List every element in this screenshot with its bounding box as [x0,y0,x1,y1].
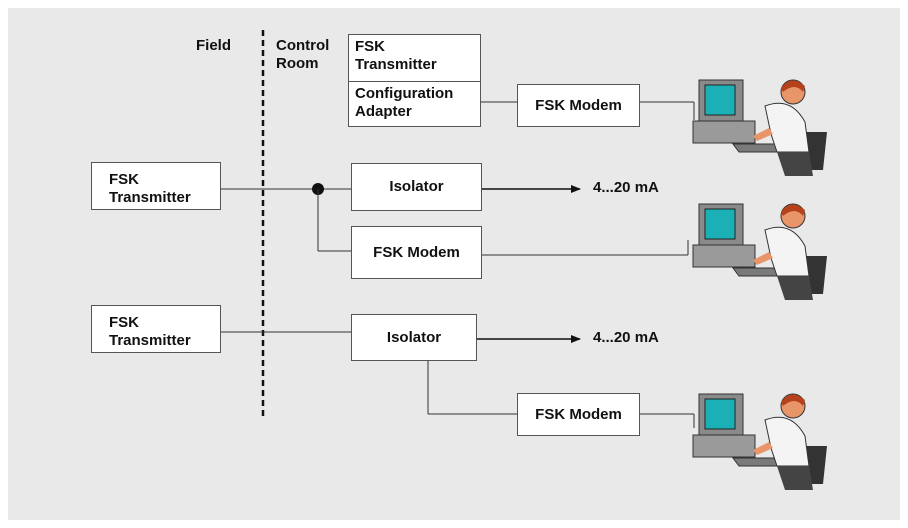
fsk-transmitter-1-label: FSK Transmitter [109,171,191,206]
isolator-1: Isolator [351,163,482,211]
fsk-transmitter-2: FSK Transmitter [91,305,221,353]
fsk-modem-2: FSK Modem [351,226,482,279]
fsk-modem-1-label: FSK Modem [535,96,622,114]
field-label: Field [196,37,232,54]
control-room-label: Control Room [276,37,330,72]
output-2-label: 4...20 mA [593,329,659,346]
isolator-2-label: Isolator [386,328,442,346]
computer-operator-icon [692,79,827,176]
connection-lines [221,30,695,428]
fsk-transmitter-1: FSK Transmitter [91,162,221,210]
computer-operator-icon [692,203,827,300]
fsk-modem-3-label: FSK Modem [535,405,622,423]
fsk-modem-3: FSK Modem [517,393,640,436]
fsk-modem-2-label: FSK Modem [373,243,460,261]
computer-operator-icon [692,393,827,490]
configuration-adapter-label: Configuration Adapter [355,85,454,120]
diagram-canvas: Field Control Room FSK Transmitter Confi… [8,8,900,520]
isolator-2: Isolator [351,314,477,361]
configuration-adapter: Configuration Adapter [348,81,481,127]
isolator-1-label: Isolator [389,178,444,195]
fsk-transmitter-2-label: FSK Transmitter [109,314,191,349]
output-1-label: 4...20 mA [593,179,659,196]
fsk-transmitter-top-label: FSK Transmitter [355,38,437,73]
fsk-transmitter-top: FSK Transmitter [348,34,481,82]
fsk-modem-1: FSK Modem [517,84,640,127]
